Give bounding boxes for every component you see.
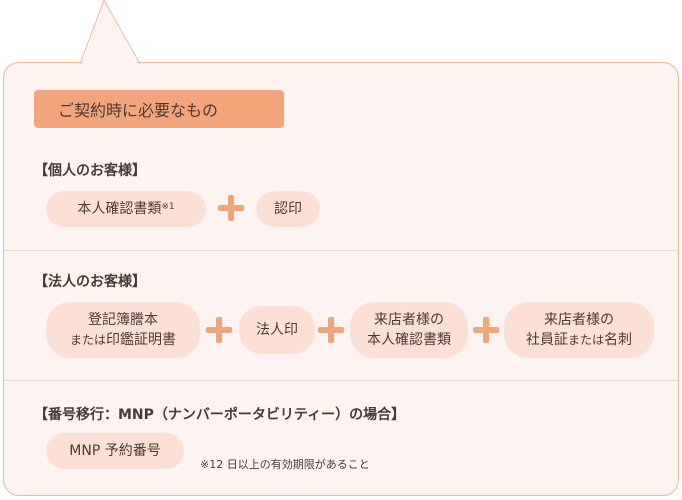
pill-corporate-seal: 法人印: [239, 306, 315, 354]
divider: [4, 380, 678, 381]
pill-visitor-id: 来店者様の 本人確認書類: [350, 302, 468, 358]
divider: [4, 250, 678, 251]
plus-icon: [206, 317, 232, 343]
mnp-note: ※12 日以上の有効期限があること: [200, 458, 370, 471]
pill-corporate-seal-label: 法人印: [256, 322, 298, 338]
pill-seal: 認印: [256, 191, 320, 227]
pill-registry-line1: 登記簿謄本: [87, 312, 158, 328]
pill-visitor-id-line2: 本人確認書類: [367, 332, 451, 348]
pill-employee-card-a: 社員証: [525, 332, 568, 348]
pill-employee-card: 来店者様の 社員証または名刺: [504, 302, 654, 358]
pill-registry-line2: 印鑑証明書: [106, 332, 176, 348]
pill-registry: 登記簿謄本 または印鑑証明書: [46, 302, 200, 358]
speech-bubble-tail: [79, 0, 141, 65]
requirements-panel: [3, 62, 679, 496]
pill-mnp-number-label: MNP 予約番号: [69, 443, 161, 459]
pill-mnp-number: MNP 予約番号: [46, 433, 184, 469]
section-heading: ご契約時に必要なもの: [34, 90, 284, 128]
pill-employee-card-b: 名刺: [604, 332, 632, 348]
individual-title: 【個人のお客様】: [34, 163, 146, 179]
pill-employee-card-or: または: [567, 333, 604, 347]
section-heading-text: ご契約時に必要なもの: [58, 101, 219, 120]
plus-icon: [318, 317, 344, 343]
plus-icon: [473, 317, 499, 343]
pill-id-documents: 本人確認書類※1: [46, 191, 206, 227]
pill-id-documents-label: 本人確認書類: [77, 201, 162, 217]
pill-visitor-id-line1: 来店者様の: [374, 312, 444, 328]
footnote-mark: ※1: [161, 202, 175, 212]
pill-registry-or: または: [69, 333, 106, 347]
pill-employee-card-line1: 来店者様の: [543, 312, 614, 328]
plus-icon: [218, 195, 244, 221]
mnp-title: 【番号移行：MNP（ナンバーポータビリティー）の場合】: [34, 407, 406, 423]
pill-seal-label: 認印: [274, 201, 302, 217]
corporate-title: 【法人のお客様】: [34, 274, 146, 290]
